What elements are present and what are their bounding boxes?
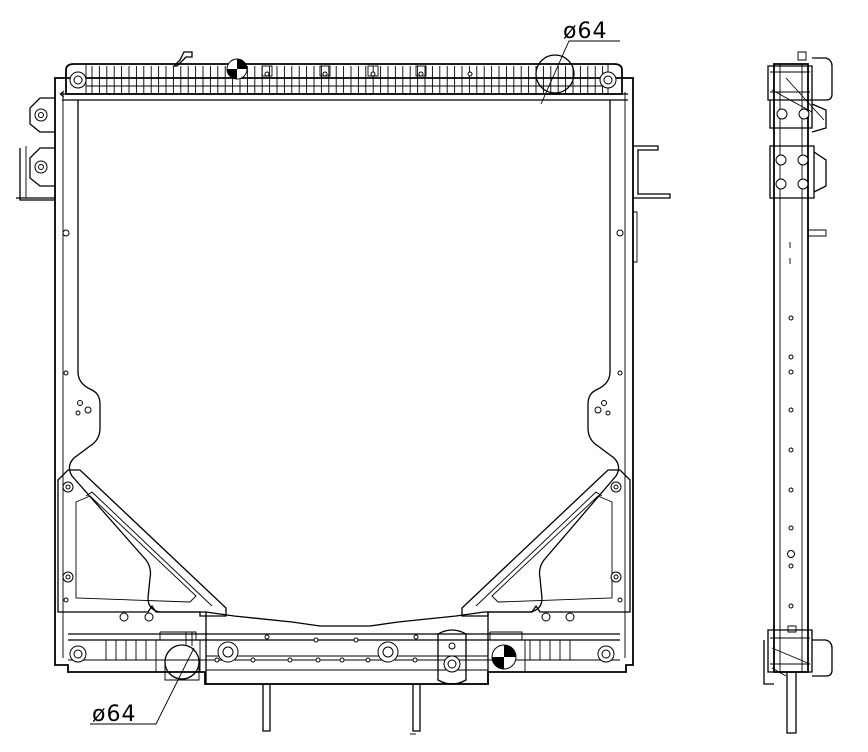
radiator-side-view	[763, 51, 833, 734]
side-rail-holes	[62, 229, 624, 603]
right-bracket	[633, 145, 671, 263]
top-tank-fin-lines	[91, 66, 604, 94]
radiator-frame-outline	[54, 77, 634, 685]
top-outlet-dimension-label: ø64	[563, 19, 607, 44]
bottom-tank	[68, 631, 620, 681]
mounting-pins	[262, 684, 421, 735]
center-bottom-plate	[205, 612, 489, 685]
left-brackets	[16, 97, 55, 201]
top-tank-fins	[91, 66, 604, 94]
lower-side-plates	[57, 469, 631, 622]
core-area	[68, 100, 620, 627]
top-outlet-leader	[540, 40, 620, 105]
fill-cap	[226, 58, 248, 80]
drain-cap	[491, 644, 517, 670]
top-tank	[59, 51, 628, 101]
top-outlet	[535, 54, 575, 94]
bottom-outlet-leader	[90, 647, 195, 725]
radiator-front-view	[16, 40, 671, 735]
bottom-outlet-dimension-label: ø64	[92, 702, 136, 727]
bottom-outlet	[164, 644, 200, 680]
